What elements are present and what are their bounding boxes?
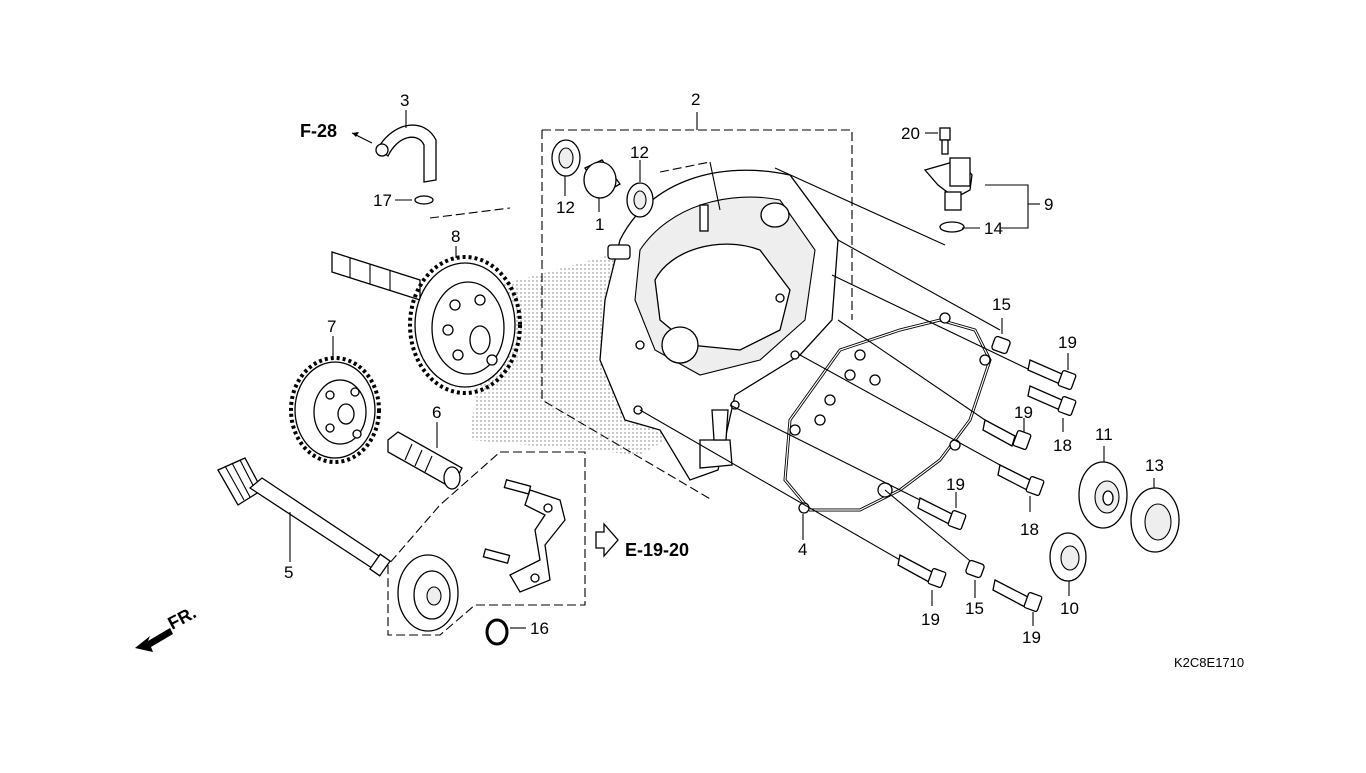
callout-12-right: 12 bbox=[630, 143, 649, 162]
speed-sensor-part-9 bbox=[774, 127, 1040, 246]
callout-19-e: 19 bbox=[1022, 628, 1041, 647]
callout-15-top: 15 bbox=[992, 295, 1011, 314]
callout-18-upper: 18 bbox=[1053, 436, 1072, 455]
callout-2: 2 bbox=[691, 90, 700, 109]
bearing-bracket-group bbox=[387, 451, 619, 636]
transmission-cover-part-2 bbox=[599, 169, 839, 481]
callout-12-left: 12 bbox=[556, 198, 575, 217]
callout-17: 17 bbox=[373, 191, 392, 210]
assembly-bracket-2 bbox=[541, 112, 853, 501]
front-direction-arrow bbox=[135, 628, 173, 652]
callout-1: 1 bbox=[595, 215, 604, 234]
callout-13: 13 bbox=[1145, 456, 1164, 475]
gear-part-7 bbox=[289, 336, 381, 464]
callout-19-a: 19 bbox=[1058, 333, 1077, 352]
callout-20: 20 bbox=[901, 124, 920, 143]
callout-15-bottom: 15 bbox=[965, 599, 984, 618]
fasteners bbox=[897, 318, 1077, 626]
callout-3: 3 bbox=[400, 91, 409, 110]
callout-14: 14 bbox=[984, 219, 1003, 238]
callout-8: 8 bbox=[451, 227, 460, 246]
drive-shaft-part-5 bbox=[217, 457, 391, 577]
shaft-gear-part-8 bbox=[331, 246, 522, 395]
catalog-code: K2C8E1710 bbox=[1174, 655, 1244, 670]
bearing-collar-set bbox=[551, 139, 721, 218]
gasket-part-4 bbox=[783, 312, 992, 540]
callout-18-lower: 18 bbox=[1020, 520, 1039, 539]
assembly-leader-lines bbox=[639, 239, 1031, 566]
breather-tube-part bbox=[351, 110, 511, 219]
callout-7: 7 bbox=[327, 317, 336, 336]
callout-19-c: 19 bbox=[946, 475, 965, 494]
callout-11: 11 bbox=[1095, 425, 1113, 444]
callout-5: 5 bbox=[284, 563, 293, 582]
callout-9: 9 bbox=[1044, 195, 1053, 214]
callout-4: 4 bbox=[798, 540, 807, 559]
callout-16: 16 bbox=[530, 619, 549, 638]
callout-10: 10 bbox=[1060, 599, 1079, 618]
callout-6: 6 bbox=[432, 403, 441, 422]
reference-label-e1920[interactable]: E-19-20 bbox=[625, 540, 689, 560]
pinion-part-6 bbox=[387, 422, 463, 490]
reference-label-f28[interactable]: F-28 bbox=[300, 121, 337, 141]
circlip-part-16 bbox=[485, 618, 526, 646]
bearings-10-11-13 bbox=[1049, 446, 1180, 596]
callout-19-b: 19 bbox=[1014, 403, 1033, 422]
callout-19-d: 19 bbox=[921, 610, 940, 629]
